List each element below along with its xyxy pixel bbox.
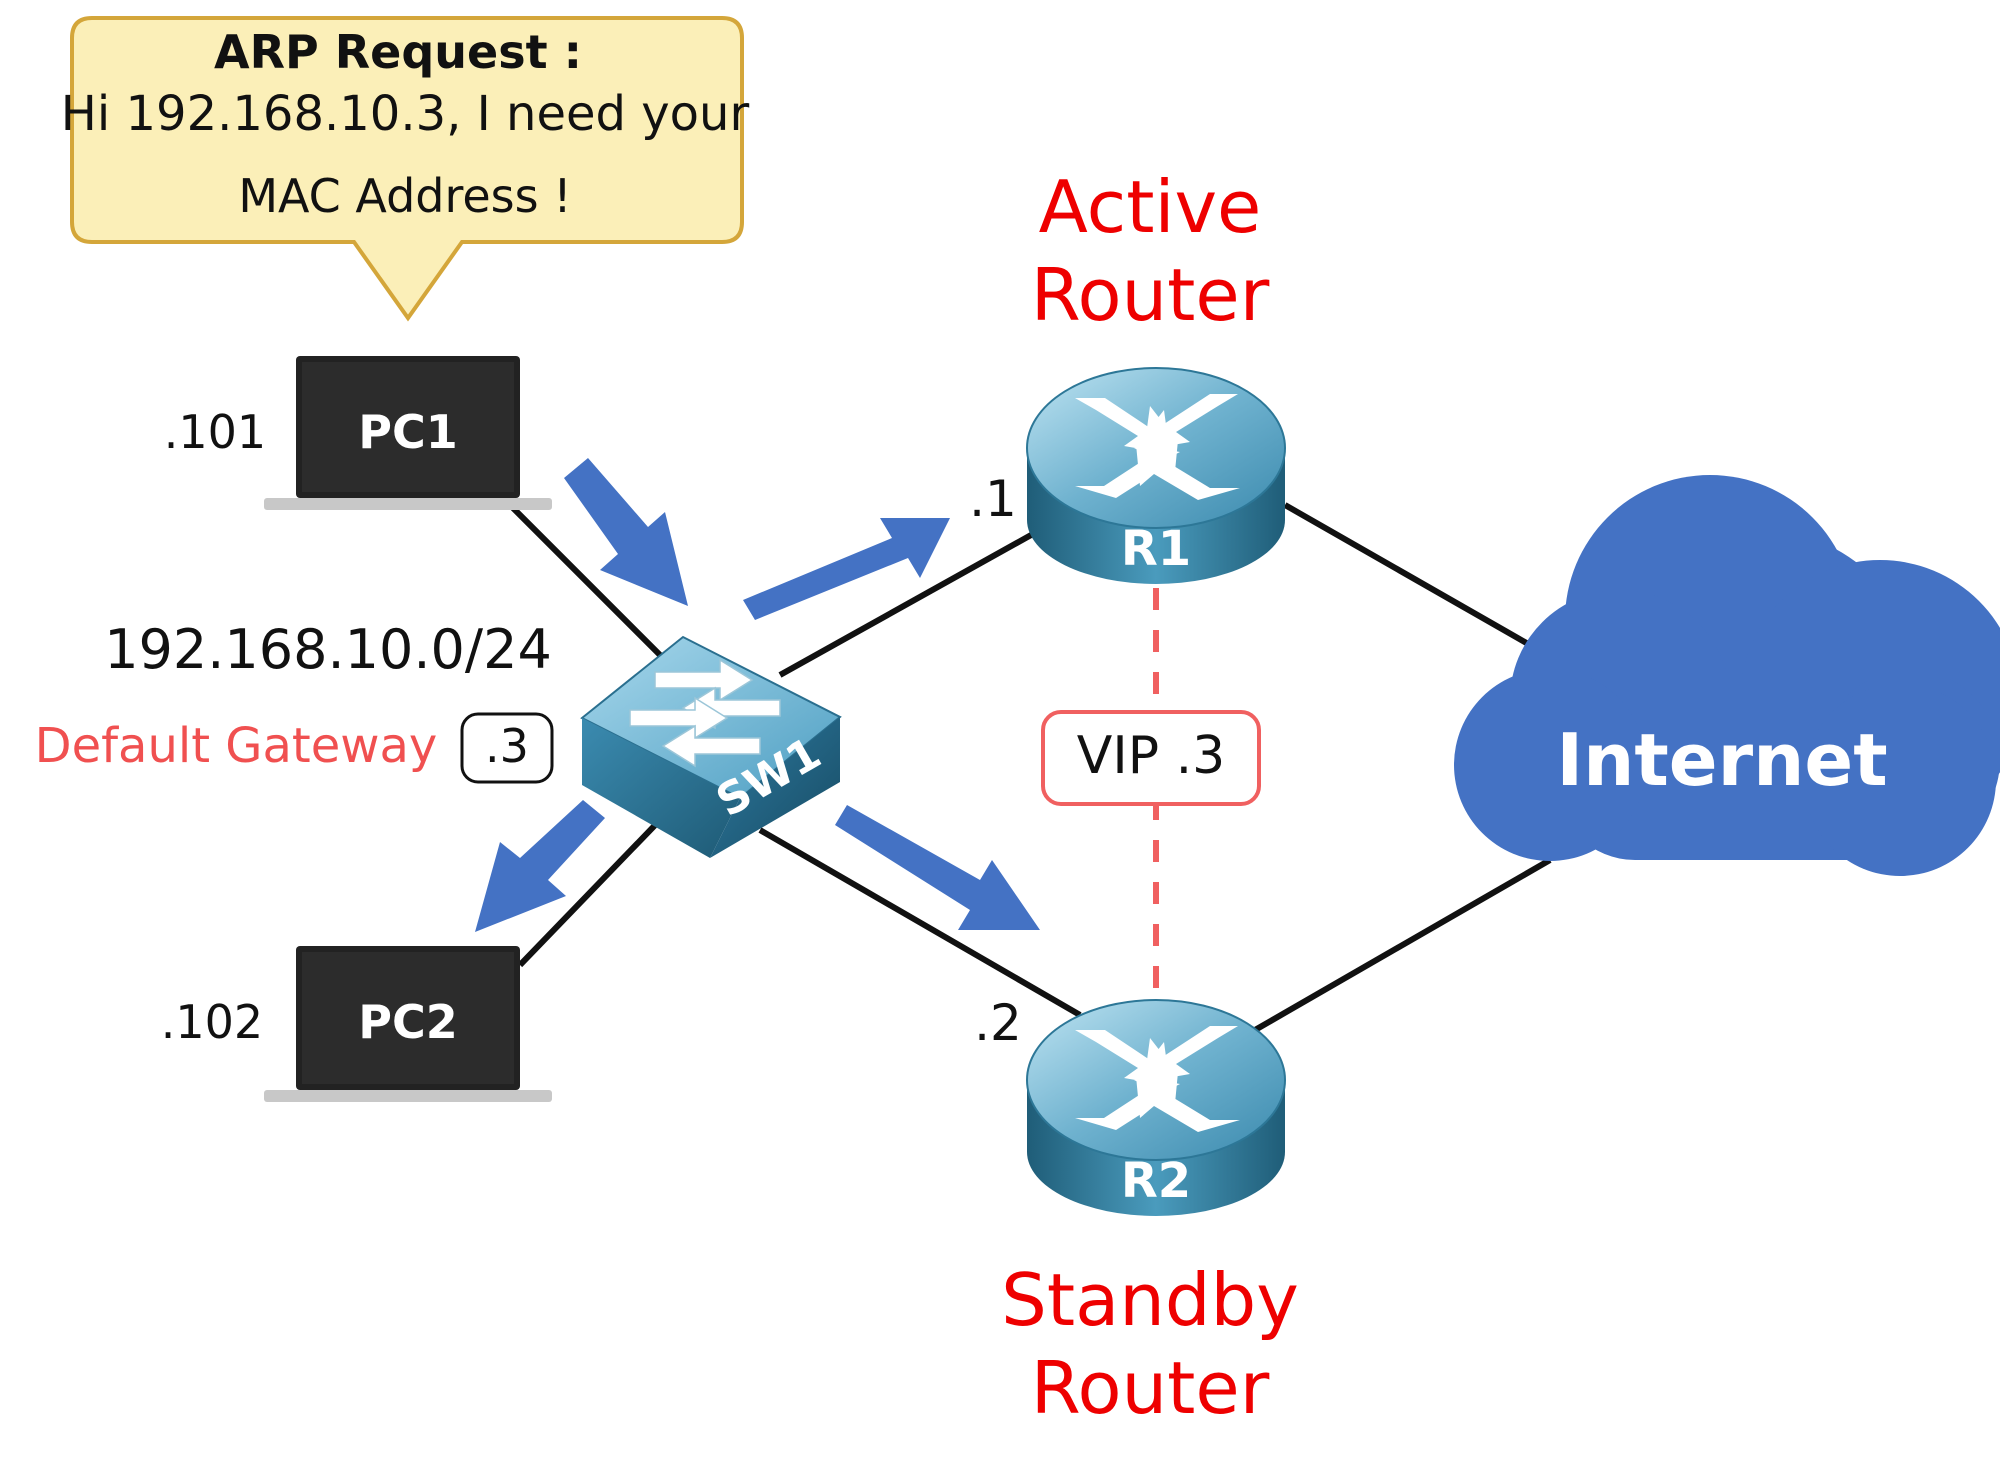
links	[507, 502, 1567, 1033]
flow-arrow-sw1-to-r2	[835, 805, 1040, 930]
pc1-ip-suffix: .101	[164, 405, 266, 459]
router-r2[interactable]: R2	[1026, 999, 1286, 1216]
gateway-badge	[460, 712, 554, 784]
link-pc1-sw1	[507, 502, 671, 666]
vip-label: VIP .3	[1077, 726, 1225, 786]
switch-sw1[interactable]: SW1	[580, 635, 842, 858]
r2-ip-suffix: .2	[974, 994, 1022, 1052]
pc1-base	[264, 498, 552, 510]
link-sw1-r1	[778, 527, 1042, 678]
pc1-laptop[interactable]: PC1	[264, 356, 552, 510]
pc2-label: PC2	[358, 995, 457, 1049]
pc1-label: PC1	[358, 405, 457, 459]
flow-arrow-sw1-to-r1	[743, 518, 950, 620]
flow-arrows	[475, 458, 1040, 932]
r2-label: R2	[1121, 1153, 1191, 1209]
callout-line2: MAC Address !	[238, 169, 571, 223]
link-pc2-sw1	[517, 817, 663, 968]
default-gateway-label: Default Gateway	[35, 718, 438, 774]
r2-role-line2: Router	[1031, 1346, 1270, 1430]
internet-label: Internet	[1556, 718, 1887, 802]
link-r1-internet	[1283, 502, 1567, 668]
vip-box	[1041, 710, 1261, 806]
pc2-base	[264, 1090, 552, 1102]
flow-arrow-sw1-to-pc2	[475, 800, 605, 932]
flow-arrow-pc1-to-sw1	[564, 458, 688, 606]
r1-label: R1	[1121, 521, 1191, 577]
r1-arrows-icon	[1075, 394, 1240, 500]
callout-line1: Hi 192.168.10.3, I need your	[61, 86, 750, 142]
switch-right-face	[710, 717, 840, 858]
gateway-value: .3	[485, 719, 529, 773]
router-r1[interactable]: R1	[1026, 367, 1286, 584]
r2-role-line1: Standby	[1001, 1258, 1299, 1342]
pc2-ip-suffix: .102	[161, 995, 263, 1049]
link-r2-internet	[1253, 857, 1552, 1033]
r1-role-line2: Router	[1031, 253, 1270, 337]
r1-ip-suffix: .1	[969, 470, 1017, 528]
switch-arrows-icon	[629, 658, 781, 768]
subnet-label: 192.168.10.0/24	[104, 618, 552, 681]
switch-left-face	[582, 718, 740, 858]
internet-cloud-icon[interactable]: Internet	[1454, 475, 2000, 876]
arp-request-callout: ARP Request : Hi 192.168.10.3, I need yo…	[61, 16, 750, 322]
r1-role-line1: Active	[1039, 165, 1262, 249]
link-sw1-r2	[758, 827, 1082, 1018]
pc2-laptop[interactable]: PC2	[264, 946, 552, 1102]
r2-arrows-icon	[1075, 1026, 1240, 1132]
callout-title: ARP Request :	[214, 25, 582, 79]
